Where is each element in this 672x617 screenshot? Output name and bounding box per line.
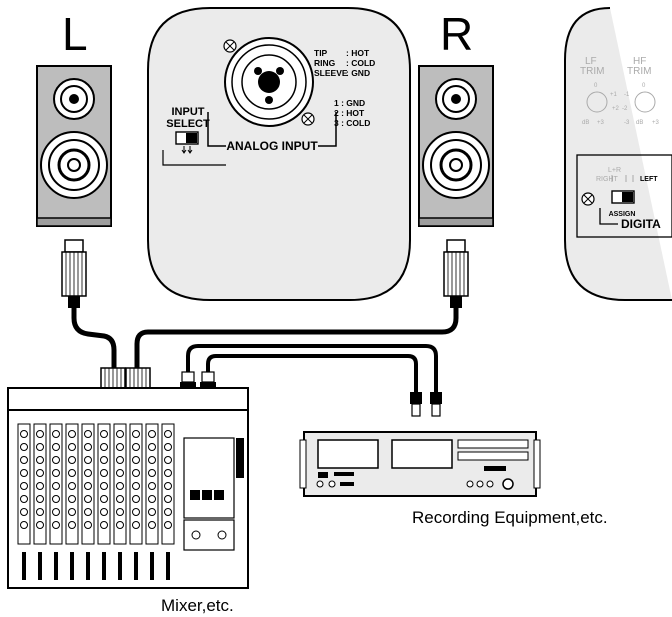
- mixer-channel-strip: [65, 423, 79, 580]
- mixer-channel-strip: [17, 423, 31, 580]
- speaker-cables: [71, 308, 459, 368]
- left-speaker: [36, 65, 112, 227]
- mixer-channel-strip: [33, 423, 47, 580]
- recording-equipment-label: Recording Equipment,etc.: [412, 508, 608, 527]
- right-speaker: [418, 65, 494, 227]
- lf-trim-label: TRIM: [580, 66, 604, 77]
- lf-knob-plus2: +2: [612, 106, 620, 112]
- pin-2-label: 2 : HOT: [334, 108, 365, 118]
- side-panel-callout: LF TRIM HF TRIM 0 0 +1 +2 -1 -2 dB +3 -3…: [564, 7, 672, 301]
- mixer-icon: [7, 387, 249, 589]
- left-speaker-label: L: [62, 8, 88, 60]
- mixer-channel-strip: [145, 423, 159, 580]
- mixer-channel-strip: [81, 423, 95, 580]
- right-xlr-plug: [443, 239, 469, 308]
- pin-3-label: 3 : COLD: [334, 118, 370, 128]
- recorder-rca-plugs: [410, 392, 442, 417]
- pin-sleeve-value: : GND: [346, 68, 370, 78]
- combo-jack-icon: [223, 37, 315, 127]
- hf-db-label: dB: [636, 120, 643, 126]
- hf-db-plus3: +3: [652, 120, 660, 126]
- assign-label: ASSIGN: [609, 211, 636, 218]
- hf-knob-minus1: -1: [624, 92, 630, 98]
- mixer-channel-strip: [129, 423, 143, 580]
- lf-knob-plus1: +1: [610, 92, 618, 98]
- mixer-channel-strip: [113, 423, 127, 580]
- hf-knob-minus2: -2: [622, 106, 628, 112]
- pin-sleeve-label: SLEEVE: [314, 68, 348, 78]
- mixer-channel-strip: [161, 423, 175, 580]
- lf-label: LF: [585, 56, 597, 67]
- hf-knob-zero: 0: [642, 83, 646, 89]
- rca-cables: [186, 344, 438, 392]
- pin-tip-value: : HOT: [346, 48, 370, 58]
- pin-ring-value: : COLD: [346, 58, 375, 68]
- input-select-switch: [175, 131, 199, 154]
- rear-panel-callout: TIP : HOT RING : COLD SLEEVE : GND 1 : G…: [147, 7, 411, 301]
- lf-knob-zero: 0: [594, 83, 598, 89]
- right-speaker-label: R: [440, 8, 473, 60]
- mixer-channel-strip: [97, 423, 111, 580]
- right-label: RIGHT: [596, 176, 619, 183]
- hf-label: HF: [633, 56, 646, 67]
- pin-1-label: 1 : GND: [334, 98, 365, 108]
- left-label: LEFT: [640, 176, 658, 183]
- mixer-label: Mixer,etc.: [161, 596, 234, 615]
- pin-ring-label: RING: [314, 58, 336, 68]
- pin-tip-label: TIP: [314, 48, 328, 58]
- left-xlr-plug: [61, 239, 87, 308]
- lr-label: L+R: [608, 167, 621, 174]
- mixer-channel-strip: [49, 423, 63, 580]
- recording-equipment-icon: [299, 431, 541, 497]
- analog-input-label: ANALOG INPUT: [226, 139, 318, 153]
- digital-label: DIGITA: [621, 217, 661, 231]
- hf-trim-label: TRIM: [627, 66, 651, 77]
- input-select-line2: SELECT: [166, 118, 210, 130]
- input-select-line1: INPUT: [172, 106, 205, 118]
- hf-db-minus3: -3: [624, 120, 630, 126]
- lf-db-label: dB: [582, 120, 589, 126]
- lf-db-plus3: +3: [597, 120, 605, 126]
